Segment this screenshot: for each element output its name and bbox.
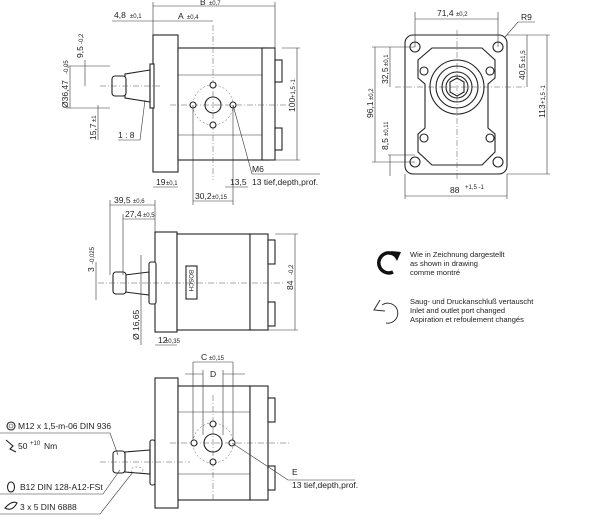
flange	[152, 34, 179, 173]
dim-714-tol: ±0,2	[456, 12, 468, 18]
taper-label: 1 : 8	[118, 130, 135, 140]
dim-c-label: C	[201, 352, 207, 362]
nut-icon	[6, 421, 16, 431]
dim-88-tol: +1,5 -1	[465, 185, 485, 191]
dim-c-tol: ±0,15	[209, 356, 225, 362]
dim-157-label: 15,7	[88, 123, 98, 140]
ccw-text-en: Inlet and outlet port changed	[410, 306, 505, 315]
nut-spec: M12 x 1,5-m-06 DIN 936	[18, 421, 111, 431]
wrench-icon	[5, 439, 17, 453]
rear-cover	[261, 47, 276, 161]
woodruff-key-icon	[4, 501, 18, 510]
dim-48-label: 4,8	[114, 10, 126, 20]
dim-19-label: 19	[156, 177, 166, 187]
clockwise-arrowhead-icon	[391, 251, 401, 261]
bolt-head	[274, 59, 283, 83]
ccw-text-de: Saug- und Druckanschluß vertauscht	[410, 297, 534, 306]
dim-395-tol: ±0,6	[133, 199, 145, 205]
ccw-text-fr: Aspiration et refoulement changés	[410, 315, 524, 324]
dim-405-tol: ±1,5	[521, 50, 527, 62]
clockwise-arrow-icon	[377, 251, 398, 275]
dim-12-label: 12	[158, 335, 168, 345]
body	[176, 233, 251, 331]
dim-961-label: 96,1	[365, 101, 375, 118]
dim-961-tol: ±0,2	[369, 88, 375, 100]
key-spec: 3 x 5 DIN 6888	[20, 502, 77, 512]
mounting-plate	[404, 34, 508, 175]
dim-714-label: 71,4	[437, 8, 454, 18]
dim-100-tol: +1,5 -1	[291, 78, 297, 98]
dim-1665-label: Ø 16,65	[131, 309, 141, 340]
bottom-view: C ±0,15 D E 13 tief,depth,prof. M12 x 1,…	[0, 352, 358, 515]
front-view: 71,4 ±0,2 R9 40,5 ±1,5 113 +1,5 -1 96,1 …	[365, 8, 550, 199]
dim-a-tol: ±0,4	[187, 15, 199, 21]
dim-85-label: 8,5	[380, 138, 390, 150]
spring-washer-icon	[6, 481, 16, 493]
torque-unit: Nm	[44, 441, 57, 451]
top-view: B ±0,7 A ±0,4 4,8 ±0,1 Ø36,47 -0,05 9,5 …	[60, 0, 320, 205]
dim-274-tol: ±0,5	[143, 213, 155, 219]
counterclockwise-arrow-icon	[381, 302, 399, 324]
dim-88-label: 88	[450, 185, 460, 195]
shaft-collar	[149, 439, 156, 486]
dim-405-label: 40,5	[517, 63, 527, 80]
port-e-label: E	[292, 467, 298, 477]
bolt-head	[267, 465, 276, 491]
dim-85-tol: ±0,11	[384, 121, 390, 136]
bolt-head	[267, 397, 276, 423]
dim-113-tol: +1,5 -1	[541, 84, 547, 104]
dim-b-tol: ±0,7	[209, 1, 221, 7]
shaft	[124, 271, 150, 296]
cw-text-en: as shown in drawing	[410, 259, 478, 268]
rotation-legend: Wie in Zeichnung dargestellt as shown in…	[373, 250, 534, 324]
dim-113-label: 113	[537, 104, 547, 118]
cw-text-de: Wie in Zeichnung dargestellt	[410, 250, 506, 259]
dim-a-label: A	[178, 11, 184, 21]
bolt-head	[274, 127, 283, 151]
brand-label: BOSCH	[187, 270, 193, 291]
dim-274-label: 27,4	[125, 209, 142, 219]
dim-3-tol: -0,025	[90, 246, 96, 264]
rear-cover	[249, 233, 269, 331]
dim-302-label: 30,2	[195, 191, 212, 201]
dim-95-tol: -0,2	[79, 33, 85, 44]
dim-84-tol: -0,2	[289, 264, 295, 275]
dim-3-label: 3	[86, 267, 96, 272]
dim-12-tol: ±0,35	[165, 339, 181, 345]
side-view: BOSCH 39,5 ±0,6 27,4 ±0,5 3 -0,025 Ø 16,…	[86, 195, 298, 346]
dim-d-label: D	[210, 369, 216, 379]
dim-302-tol: ±0,15	[212, 195, 228, 201]
depth-label: 13 tief,depth,prof.	[252, 177, 318, 187]
dim-19-tol: ±0,1	[166, 181, 178, 187]
dim-b-label: B	[200, 0, 206, 7]
bolt-head	[267, 301, 276, 327]
dim-325-label: 32,5	[380, 67, 390, 84]
flange	[154, 231, 178, 333]
radius-label: R9	[521, 12, 532, 22]
dim-84-label: 84	[285, 280, 295, 290]
dim-48-tol: ±0,1	[130, 14, 142, 20]
brand-plate	[185, 265, 198, 300]
cw-text-fr: comme montré	[410, 268, 460, 277]
shaft	[124, 69, 151, 103]
torque-tol: +10	[30, 441, 41, 447]
depth-label: 13 tief,depth,prof.	[292, 480, 358, 490]
dim-157-tol: ±1	[92, 115, 98, 122]
dim-dia-tol: -0,05	[64, 60, 70, 74]
dim-95-label: 9,5	[75, 46, 85, 58]
washer-spec: B12 DIN 128-A12-FSt	[20, 482, 103, 492]
torque-value: 50	[18, 441, 28, 451]
dim-325-tol: ±0,1	[384, 54, 390, 66]
bolt-head	[267, 239, 276, 265]
thread-label: M6	[252, 164, 264, 174]
dim-135-label: 13,5	[230, 177, 247, 187]
dim-dia-label: Ø36,47	[60, 80, 70, 108]
dim-100-label: 100	[287, 98, 297, 112]
dim-395-label: 39,5	[114, 195, 131, 205]
